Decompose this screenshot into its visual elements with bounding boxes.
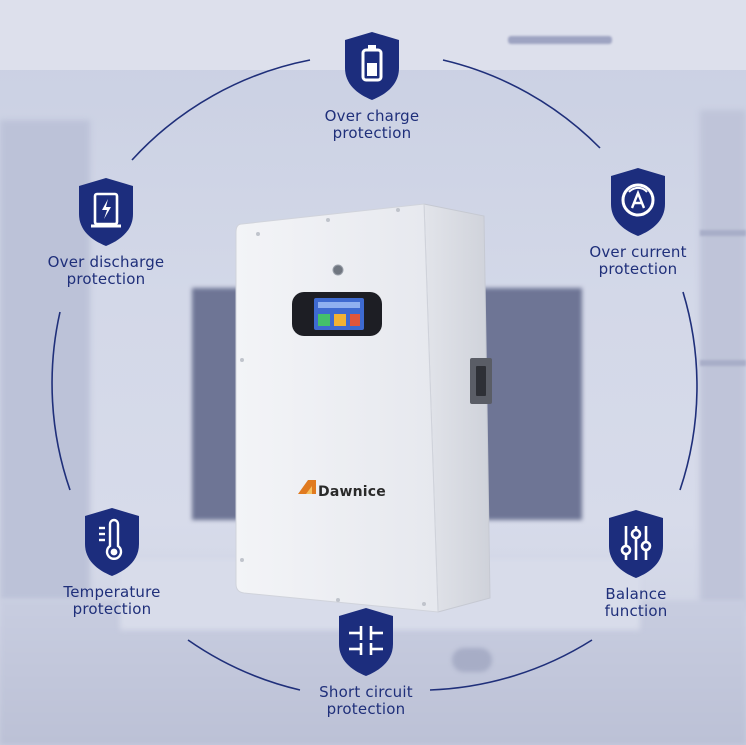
feature-label: Over current protection: [589, 243, 687, 278]
rivet: [422, 602, 426, 606]
power-button: [332, 264, 344, 276]
discharge-icon: [79, 178, 133, 246]
feature-temperature: Temperature protection: [22, 506, 202, 618]
feature-over-charge: Over charge protection: [282, 30, 462, 142]
ring-arc: [51, 311, 71, 491]
display-bar: [318, 314, 330, 326]
feature-label: Balance function: [604, 585, 668, 620]
feature-label: Short circuit protection: [319, 683, 413, 718]
background-shelf-line: [700, 360, 746, 366]
ring-arc: [131, 59, 311, 161]
cabinet-front: [235, 203, 439, 613]
feature-short-circuit: Short circuit protection: [276, 606, 456, 718]
feature-label: Over charge protection: [324, 107, 420, 142]
ring-arc: [187, 639, 301, 691]
brand-logo-icon: [306, 486, 312, 494]
ammeter-icon: [611, 168, 665, 236]
background-shelf-line: [700, 230, 746, 236]
background-vase: [452, 648, 492, 672]
battery-icon: [345, 32, 399, 100]
handle-inner: [476, 366, 486, 396]
ring-arc: [679, 291, 698, 491]
feature-balance: Balance function: [546, 508, 726, 620]
display-bar: [350, 314, 360, 326]
display-bar: [334, 314, 346, 326]
feature-label: Over discharge protection: [47, 253, 165, 288]
thermometer-icon: [85, 508, 139, 576]
brand-name: Dawnice: [318, 484, 386, 500]
ring-arc: [429, 639, 593, 691]
circuit-icon: [339, 608, 393, 676]
feature-over-current: Over current protection: [548, 166, 728, 278]
rivet: [326, 218, 330, 222]
rivet: [240, 558, 244, 562]
feature-label: Temperature protection: [63, 583, 161, 618]
feature-over-discharge: Over discharge protection: [16, 176, 196, 288]
rivet: [336, 598, 340, 602]
background-left-wall: [0, 120, 90, 600]
ring-arc: [442, 59, 601, 149]
sliders-icon: [609, 510, 663, 578]
battery-cabinet: [235, 203, 492, 613]
background-ceiling-lamp: [508, 36, 612, 44]
rivet: [396, 208, 400, 212]
rivet: [256, 232, 260, 236]
rivet: [240, 358, 244, 362]
display-header: [318, 302, 360, 308]
